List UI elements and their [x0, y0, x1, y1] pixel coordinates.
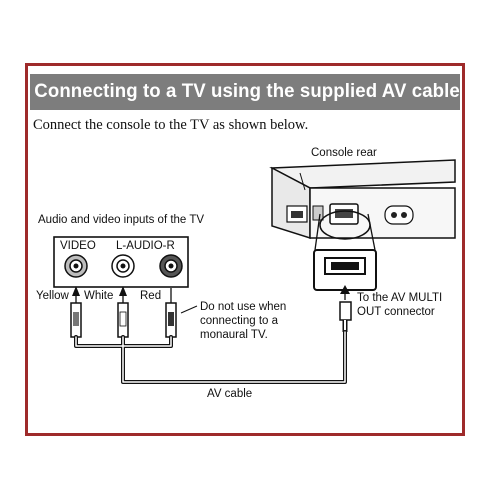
- av-cable-label: AV cable: [207, 388, 252, 400]
- red-plug: [165, 288, 177, 338]
- diagram-title: Connecting to a TV using the supplied AV…: [34, 81, 460, 102]
- warning-line-2: connecting to a: [200, 315, 279, 327]
- warning-line-1: Do not use when: [200, 301, 286, 313]
- yellow-plug: [70, 286, 82, 338]
- white-plug: [117, 286, 129, 338]
- l-audio-r-label: L-AUDIO-R: [116, 240, 175, 252]
- warning-line-3: monaural TV.: [200, 329, 268, 341]
- av-multi-label-1: To the AV MULTI: [357, 292, 442, 304]
- title-bar: Connecting to a TV using the supplied AV…: [30, 74, 460, 110]
- power-port: [384, 205, 414, 225]
- av-multi-label-2: OUT connector: [357, 306, 435, 318]
- white-label: White: [84, 290, 113, 302]
- red-label: Red: [140, 290, 161, 302]
- console-illustration: [269, 159, 456, 240]
- video-jack: [64, 254, 88, 278]
- av-multi-plug: [339, 301, 352, 321]
- yellow-label: Yellow: [36, 290, 70, 302]
- console-rear-label: Console rear: [311, 147, 377, 159]
- audio-right-jack: [159, 254, 183, 278]
- video-label: VIDEO: [60, 240, 96, 252]
- tv-inputs-label: Audio and video inputs of the TV: [38, 214, 204, 226]
- intro-text: Connect the console to the TV as shown b…: [33, 117, 309, 133]
- audio-left-jack: [111, 254, 135, 278]
